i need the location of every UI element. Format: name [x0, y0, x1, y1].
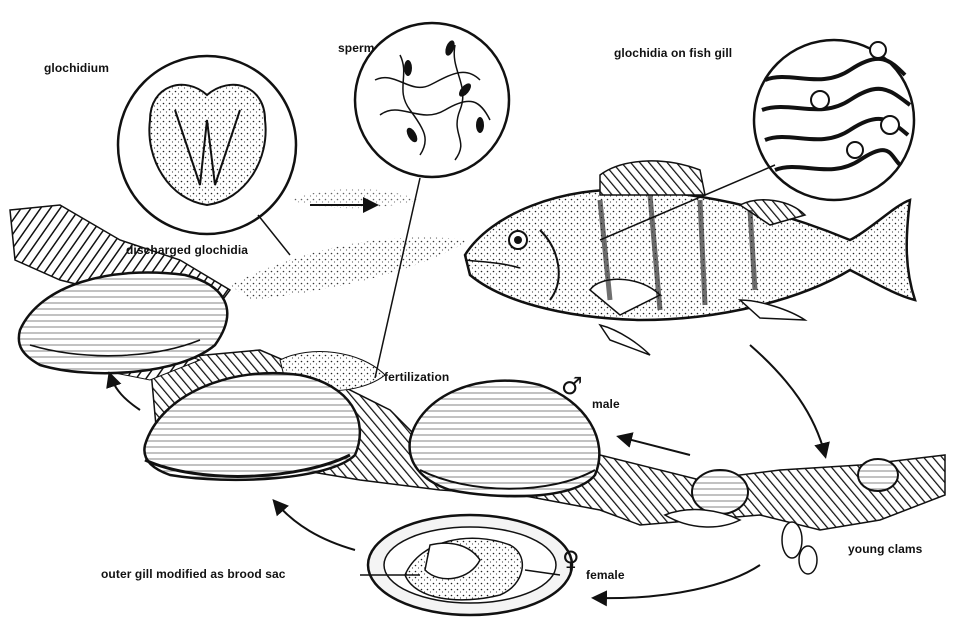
label-outer-gill-brood-sac: outer gill modified as brood sac: [101, 567, 286, 581]
label-glochidia-on-fish-gill: glochidia on fish gill: [614, 46, 732, 60]
label-young-clams: young clams: [848, 542, 922, 556]
arrow-fish-to-young: [750, 345, 825, 455]
label-fertilization: fertilization: [384, 370, 449, 384]
female-mussel-brood-sac: [360, 515, 572, 615]
label-sperm: sperm: [338, 41, 375, 55]
glochidium-inset: [118, 56, 296, 255]
arrow-to-discharge: [110, 375, 140, 410]
female-symbol: ♀: [562, 548, 580, 572]
label-female: female: [586, 568, 625, 582]
adult-mussel-discharging: [19, 272, 227, 373]
label-male: male: [592, 397, 620, 411]
arrow-female-to-adult: [275, 502, 355, 550]
male-symbol: ♂: [561, 374, 583, 398]
label-discharged-glochidia: discharged glochidia: [126, 243, 248, 257]
label-glochidium: glochidium: [44, 61, 109, 75]
arrow-young-to-male: [620, 437, 690, 455]
